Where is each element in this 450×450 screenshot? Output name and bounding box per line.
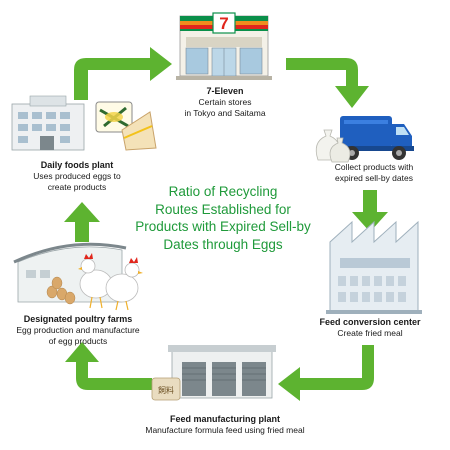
feed-plant-line-1: Manufacture formula feed using fried mea… xyxy=(145,425,305,435)
factory-illustration xyxy=(326,220,422,314)
garbage-truck-illustration xyxy=(315,116,414,163)
arrow-store-to-truck xyxy=(286,58,369,108)
foods-plant-label: Daily foods plant Uses produced eggs to … xyxy=(12,160,142,193)
feed-center-label: Feed conversion center Create fried meal xyxy=(300,317,440,339)
foods-plant-title: Daily foods plant xyxy=(40,160,114,170)
center-title-line-1: Ratio of Recycling xyxy=(168,184,278,199)
arrow-foods-to-store xyxy=(74,47,172,100)
foods-plant-line-2: create products xyxy=(47,182,107,192)
foods-plant-line-1: Uses produced eggs to xyxy=(33,171,121,181)
feed-plant-illustration: 飼料 xyxy=(151,345,276,401)
center-title-line-4: Dates through Eggs xyxy=(163,236,283,252)
chicken-icons xyxy=(78,253,143,311)
arrow-farm-to-foods xyxy=(64,202,100,242)
poultry-farm-illustration xyxy=(13,242,143,311)
collect-line-1: Collect products with xyxy=(334,162,414,172)
store-line-2: in Tokyo and Saitama xyxy=(184,108,266,118)
collect-line-2: expired sell-by dates xyxy=(335,173,413,183)
arrow-truck-to-factory xyxy=(352,190,388,232)
center-title-line-2: Routes Established for xyxy=(155,201,291,217)
farm-line-1: Egg production and manufacture xyxy=(16,325,140,335)
store-label: 7-Eleven Certain stores in Tokyo and Sai… xyxy=(160,86,290,119)
store-illustration: 7 xyxy=(176,12,272,80)
feed-center-title: Feed conversion center xyxy=(319,317,421,327)
feed-bag-icon xyxy=(151,377,181,401)
arrow-factory-to-feedplant xyxy=(278,345,374,401)
feed-center-line-1: Create fried meal xyxy=(337,328,403,338)
center-title: Ratio of Recycling Routes Established fo… xyxy=(128,183,318,253)
egg-icons xyxy=(46,276,76,305)
farm-title: Designated poultry farms xyxy=(23,314,133,324)
farm-line-2: of egg products xyxy=(48,336,108,346)
feed-plant-title: Feed manufacturing plant xyxy=(169,414,280,424)
svg-text:7: 7 xyxy=(219,14,228,33)
store-title: 7-Eleven xyxy=(206,86,244,96)
daily-foods-plant-illustration xyxy=(11,95,157,151)
farm-label: Designated poultry farms Egg production … xyxy=(0,314,156,347)
collect-label: Collect products with expired sell-by da… xyxy=(312,162,436,184)
feed-plant-label: Feed manufacturing plant Manufacture for… xyxy=(110,414,340,436)
cycle-arrows xyxy=(64,47,388,401)
arrow-feedplant-to-farm xyxy=(65,342,152,390)
feed-bag-label: 飼料 xyxy=(158,385,174,395)
store-line-1: Certain stores xyxy=(198,97,252,107)
center-title-line-3: Products with Expired Sell-by xyxy=(135,219,311,234)
